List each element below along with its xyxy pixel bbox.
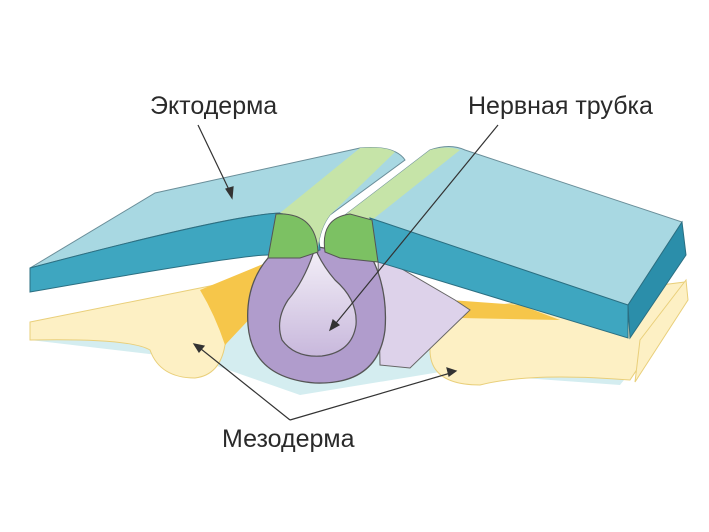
mesoderm-pointer-left: [195, 344, 291, 421]
ectoderm-pointer: [197, 124, 233, 197]
left-neural-plate: [280, 147, 395, 248]
arrowhead-icon: [446, 367, 458, 378]
left-mesoderm: [29, 279, 251, 379]
arrowhead-icon: [329, 318, 341, 332]
ectoderm-label: Эктодерма: [150, 92, 278, 120]
neural-tube-pointer: [331, 124, 499, 329]
neural-tube-label: Нервная трубка: [468, 92, 653, 120]
arrowhead-icon: [225, 186, 234, 200]
right-ectoderm-side: [627, 220, 687, 340]
arrowhead-icon: [192, 343, 206, 354]
right-neural-plate: [345, 147, 460, 220]
right-mesoderm-shade: [450, 300, 560, 320]
mesoderm-label: Мезодерма: [222, 425, 355, 453]
neural-tube-lumen: [278, 246, 357, 357]
left-neural-fold: [267, 213, 319, 259]
right-neural-fold: [323, 213, 379, 263]
mesoderm-pointer-right: [289, 371, 455, 421]
right-lower-layer: [634, 278, 689, 383]
left-mesoderm-shade: [200, 262, 268, 345]
